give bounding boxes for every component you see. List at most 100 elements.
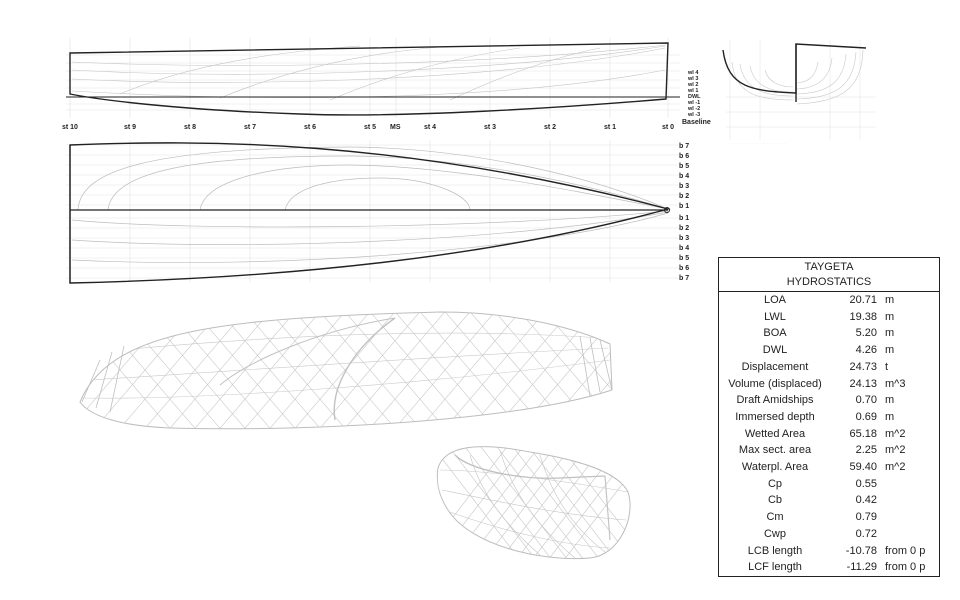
- table-row: LWL 19.38 m: [719, 309, 939, 326]
- parameter-value: 0.72: [855, 527, 877, 540]
- table-row: Cm 0.79: [719, 509, 939, 526]
- parameter-unit: [881, 476, 939, 493]
- buttock-label: b 3: [679, 235, 689, 242]
- parameter-value: 0.55: [855, 477, 877, 490]
- parameter-unit: m^3: [885, 377, 906, 390]
- parameter-unit: m: [885, 327, 895, 340]
- svg-text:· · · · · · · · · · · · · · ·: · · · · · · · · · · · · · · · · · · · · …: [727, 141, 787, 145]
- table-title: HYDROSTATICS: [786, 276, 872, 288]
- parameter-value: -11.29: [846, 561, 877, 574]
- table-row: Displacement 24.73 t: [719, 359, 939, 376]
- station-label: st 7: [244, 124, 256, 131]
- parameter-name: LCB length: [747, 544, 803, 557]
- parameter-name: Cp: [767, 477, 783, 490]
- parameter-unit: m: [885, 310, 895, 323]
- parameter-value: 24.13: [849, 377, 877, 390]
- buttock-label: b 5: [679, 255, 689, 262]
- parameter-value: 19.38: [849, 310, 877, 323]
- waterline-label: wl 1: [687, 88, 698, 94]
- buttock-label: b 2: [679, 193, 689, 200]
- parameter-value: 2.25: [855, 444, 877, 457]
- station-label: st 1: [604, 124, 616, 131]
- parameter-unit: [881, 492, 939, 509]
- parameter-unit: t: [885, 360, 889, 373]
- parameter-value: 20.71: [849, 294, 877, 306]
- parameter-unit: [881, 509, 939, 526]
- parameter-unit: from 0 p: [885, 544, 926, 557]
- parameter-name: Waterpl. Area: [741, 461, 809, 474]
- parameter-value: 5.20: [855, 327, 877, 340]
- parameter-name: Displacement: [741, 360, 809, 373]
- buttock-label: b 5: [679, 163, 689, 170]
- buttock-label: b 7: [679, 275, 689, 282]
- waterline-label: wl -3: [687, 112, 700, 118]
- station-labels: st 10 st 9 st 8 st 7 st 6 st 5 MS st 4 s…: [62, 124, 674, 131]
- parameter-name: LWL: [764, 310, 786, 323]
- parameter-unit: from 0 p: [885, 561, 926, 574]
- parameter-value: 24.73: [849, 360, 877, 373]
- table-row: LCB length -10.78 from 0 p: [719, 543, 939, 560]
- buttock-label: b 3: [679, 183, 689, 190]
- station-label: MS: [390, 124, 401, 131]
- station-label: st 4: [424, 124, 436, 131]
- hull-3d-wireframe-side: [79, 311, 613, 430]
- waterline-label: wl -2: [687, 106, 700, 112]
- buttock-label: b 7: [679, 143, 689, 150]
- buttock-label: b 6: [679, 265, 689, 272]
- table-row: Immersed depth 0.69 m: [719, 409, 939, 426]
- parameter-name: BOA: [763, 327, 787, 340]
- parameter-value: 0.79: [855, 511, 877, 524]
- parameter-value: 0.69: [855, 410, 877, 423]
- station-label: st 9: [124, 124, 136, 131]
- parameter-unit: m: [885, 344, 895, 357]
- parameter-name: Cb: [767, 494, 783, 507]
- profile-view: st 10 st 9 st 8 st 7 st 6 st 5 MS st 4 s…: [62, 38, 711, 131]
- station-label: st 2: [544, 124, 556, 131]
- buttock-label: b 4: [679, 173, 689, 180]
- buttock-label: b 6: [679, 153, 689, 160]
- baseline-label: Baseline: [682, 119, 711, 126]
- station-label: st 5: [364, 124, 376, 131]
- buttock-label: b 1: [679, 203, 689, 210]
- parameter-name: Cm: [766, 511, 784, 524]
- boat-name: TAYGETA: [804, 261, 854, 273]
- parameter-value: 4.26: [855, 344, 877, 357]
- parameter-unit: m^2: [885, 427, 906, 440]
- parameter-name: LOA: [763, 294, 786, 306]
- parameter-unit: m^2: [885, 461, 906, 474]
- parameter-value: -10.78: [845, 544, 877, 557]
- parameter-name: Immersed depth: [735, 410, 815, 423]
- parameter-name: Max sect. area: [738, 444, 812, 457]
- table-row: Cwp 0.72: [719, 526, 939, 543]
- table-row: BOA 5.20 m: [719, 325, 939, 342]
- parameter-name: Draft Amidships: [736, 394, 814, 407]
- body-plan-view: · · · · · · · · · · · · · · · · · · · · …: [722, 40, 876, 145]
- buttock-label: b 4: [679, 245, 689, 252]
- parameter-name: DWL: [762, 344, 788, 357]
- buttock-label: b 1: [679, 215, 689, 222]
- station-label: st 3: [484, 124, 496, 131]
- waterline-label: wl 4: [687, 70, 699, 76]
- buttock-labels: b 7 b 6 b 5 b 4 b 3 b 2 b 1 b 1 b 2 b 3 …: [679, 143, 689, 282]
- hull-3d-wireframe-perspective: [436, 446, 631, 560]
- parameter-name: LCF length: [748, 561, 802, 574]
- station-label: st 0: [662, 124, 674, 131]
- station-label: st 6: [304, 124, 316, 131]
- station-label: st 10: [62, 124, 78, 131]
- station-label: st 8: [184, 124, 196, 131]
- parameter-name: Wetted Area: [744, 427, 806, 440]
- parameter-unit: m^2: [885, 444, 906, 457]
- parameter-name: Cwp: [763, 527, 786, 540]
- hydrostatics-header: TAYGETA HYDROSTATICS: [719, 258, 939, 292]
- parameter-name: Volume (displaced): [728, 377, 822, 390]
- parameter-unit: m: [885, 294, 895, 306]
- parameter-unit: m: [885, 410, 895, 423]
- table-row: Max sect. area 2.25 m^2: [719, 442, 939, 459]
